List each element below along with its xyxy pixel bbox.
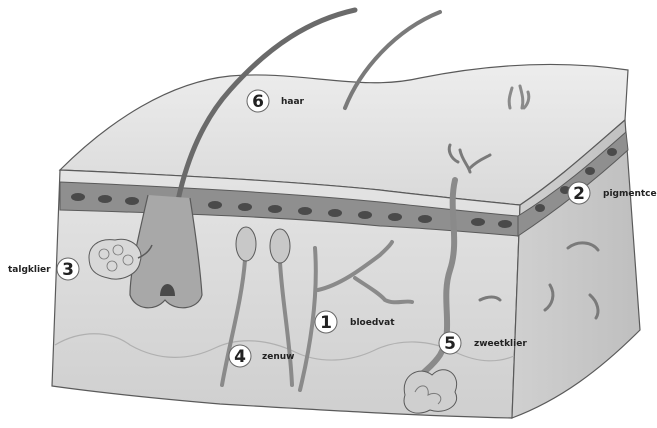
label-text: pigmentce — [603, 189, 657, 199]
label-text: bloedvat — [350, 318, 395, 328]
label-text: zenuw — [262, 352, 294, 362]
label-number: 5 — [444, 334, 456, 354]
label-number: 1 — [320, 313, 332, 333]
label-text: zweetklier — [474, 339, 527, 349]
label-text: talgklier — [8, 265, 51, 275]
label-talgklier: 3 talgklier — [8, 258, 79, 280]
label-number: 2 — [573, 184, 585, 204]
label-number: 6 — [252, 92, 264, 112]
label-number: 3 — [62, 260, 74, 280]
label-text: haar — [281, 97, 305, 107]
label-number: 4 — [234, 347, 246, 367]
